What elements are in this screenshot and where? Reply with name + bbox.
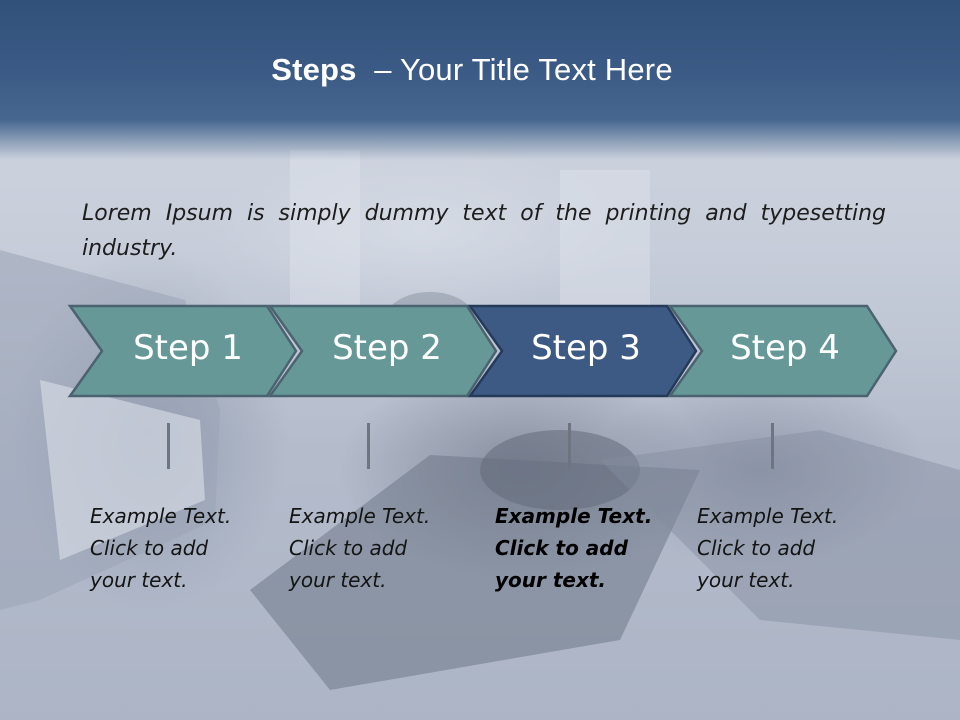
- step-3-connector: [568, 423, 571, 469]
- step-1-text[interactable]: Example Text. Click to add your text.: [90, 504, 232, 592]
- step-2-text[interactable]: Example Text. Click to add your text.: [289, 504, 431, 592]
- title-bar: [0, 0, 960, 160]
- intro-text[interactable]: Lorem Ipsum is simply dummy text of the …: [82, 201, 886, 261]
- step-4-connector: [771, 423, 774, 469]
- step-3-text[interactable]: Example Text. Click to add your text.: [495, 504, 653, 592]
- step-1-label[interactable]: Step 1: [133, 328, 243, 368]
- step-3-label[interactable]: Step 3: [531, 328, 641, 368]
- title-bold: Steps: [271, 52, 357, 87]
- step-2-chevron[interactable]: [267, 304, 498, 398]
- title-rest: – Your Title Text Here: [374, 52, 673, 87]
- step-4-text[interactable]: Example Text. Click to add your text.: [697, 504, 839, 592]
- step-4-label[interactable]: Step 4: [730, 328, 840, 368]
- step-1-connector: [167, 423, 170, 469]
- step-3-chevron[interactable]: [467, 304, 698, 398]
- step-4-chevron[interactable]: [667, 304, 898, 398]
- slide-title[interactable]: Steps – Your Title Text Here: [0, 52, 944, 88]
- step-1-chevron[interactable]: [67, 304, 298, 398]
- step-2-connector: [367, 423, 370, 469]
- step-2-label[interactable]: Step 2: [332, 328, 442, 368]
